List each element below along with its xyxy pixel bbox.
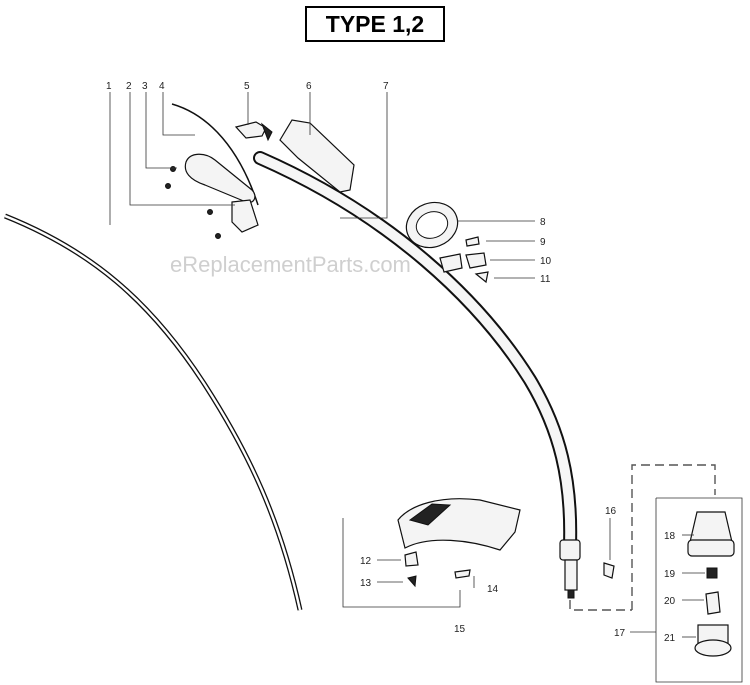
part-4-throttle-wire <box>171 103 259 206</box>
part-21-spool <box>694 624 732 657</box>
part-18-trimmer-head <box>687 511 735 557</box>
label-13: 13 <box>360 578 372 589</box>
parts-12-13-14-guard-hardware <box>404 551 471 588</box>
part-16-clip <box>603 562 615 579</box>
label-12: 12 <box>360 556 372 567</box>
part-3-handle-half <box>184 153 256 204</box>
label-15: 15 <box>454 624 466 635</box>
label-3: 3 <box>142 81 148 92</box>
label-20: 20 <box>664 596 676 607</box>
label-4: 4 <box>159 81 165 92</box>
part-17-assembly-box <box>569 464 743 683</box>
part-labels: 1 2 3 4 5 6 7 8 9 10 11 12 13 14 15 16 1… <box>106 81 676 644</box>
label-10: 10 <box>540 256 552 267</box>
part-7-drive-tube <box>253 151 581 599</box>
label-5: 5 <box>244 81 250 92</box>
label-21: 21 <box>664 633 676 644</box>
label-7: 7 <box>383 81 389 92</box>
part-2-handle-half <box>231 199 259 233</box>
watermark: eReplacementParts.com <box>170 252 411 277</box>
label-1: 1 <box>106 81 112 92</box>
part-20-spool-insert <box>705 591 721 615</box>
label-11: 11 <box>540 274 551 285</box>
label-17: 17 <box>614 628 626 639</box>
label-18: 18 <box>664 531 676 542</box>
part-15-guard <box>397 498 521 551</box>
parts-9-10-11-loop-hardware <box>439 236 489 284</box>
part-8-loop-handle <box>405 201 459 249</box>
type-title-box: TYPE 1,2 <box>305 6 445 42</box>
part-1-drive-cable <box>4 213 303 611</box>
label-8: 8 <box>540 217 546 228</box>
part-6-handle-housing <box>279 119 355 193</box>
handle-screws <box>165 166 221 239</box>
label-19: 19 <box>664 569 676 580</box>
label-2: 2 <box>126 81 132 92</box>
type-title: TYPE 1,2 <box>325 10 425 37</box>
part-19-nut <box>706 567 718 579</box>
label-9: 9 <box>540 237 546 248</box>
leader-lines <box>109 92 705 638</box>
label-6: 6 <box>306 81 312 92</box>
part-5-trigger <box>234 121 273 142</box>
label-14: 14 <box>487 584 499 595</box>
label-16: 16 <box>605 506 617 517</box>
